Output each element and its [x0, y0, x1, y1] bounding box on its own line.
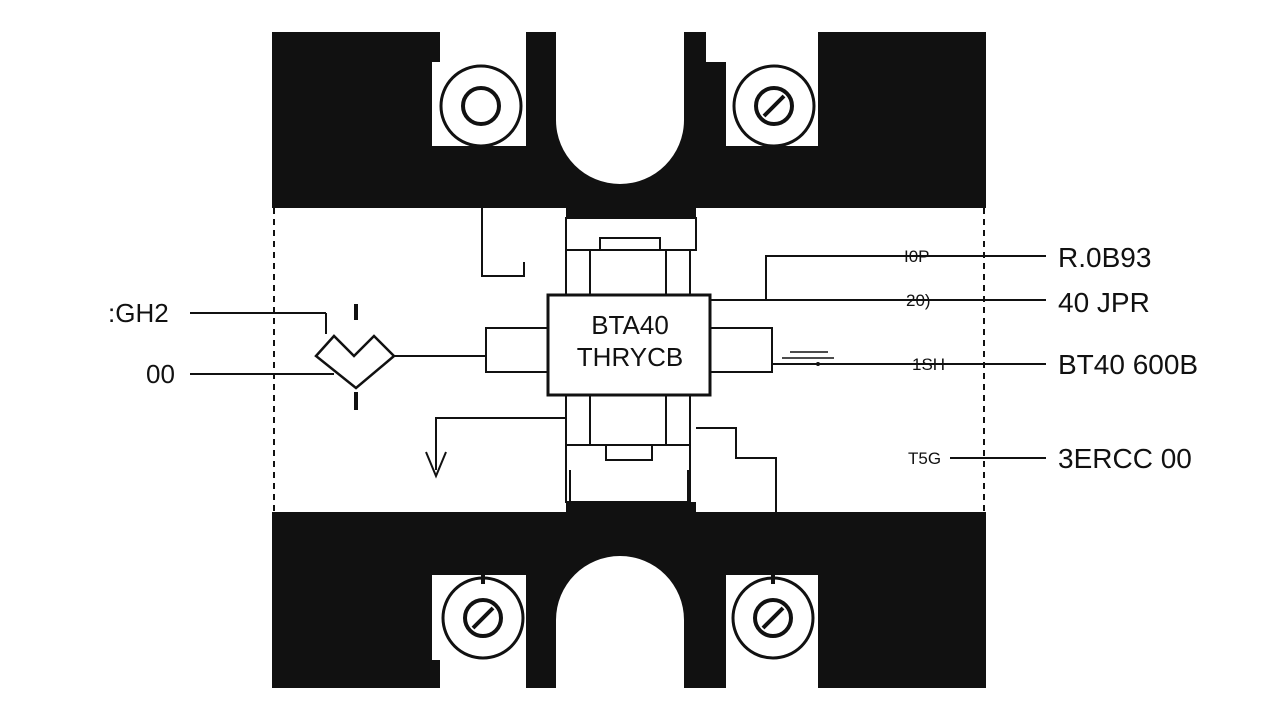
module-outline-dashed: [273, 208, 985, 512]
top-left-screw-icon: [432, 62, 526, 148]
left-label-bottom: 00: [146, 359, 175, 389]
bottom-left-screw-icon: [432, 572, 526, 660]
left-label-top: :GH2: [108, 298, 169, 328]
chip-label-line1: BTA40: [591, 310, 669, 340]
left-input-circuit: [190, 304, 486, 410]
pin-label-3: 1SH: [912, 355, 945, 374]
value-label-2: 40 JPR: [1058, 287, 1150, 318]
value-label-3: BT40 600B: [1058, 349, 1198, 380]
central-circuit: BTA40 THRYCB: [425, 208, 1046, 512]
chip-label-line2: THRYCB: [577, 342, 683, 372]
value-label-4: 3ERCC 00: [1058, 443, 1192, 474]
thyristor-chip: [546, 293, 712, 397]
top-right-screw-icon: [726, 62, 818, 148]
bottom-heatsink-block: [272, 502, 986, 688]
pin-label-4: T5G: [908, 449, 941, 468]
pin-label-2: 20): [906, 291, 931, 310]
value-label-1: R.0B93: [1058, 242, 1151, 273]
pin-label-1: I0P: [904, 247, 930, 266]
bottom-right-screw-icon: [726, 572, 818, 660]
top-heatsink-block: [272, 32, 986, 218]
